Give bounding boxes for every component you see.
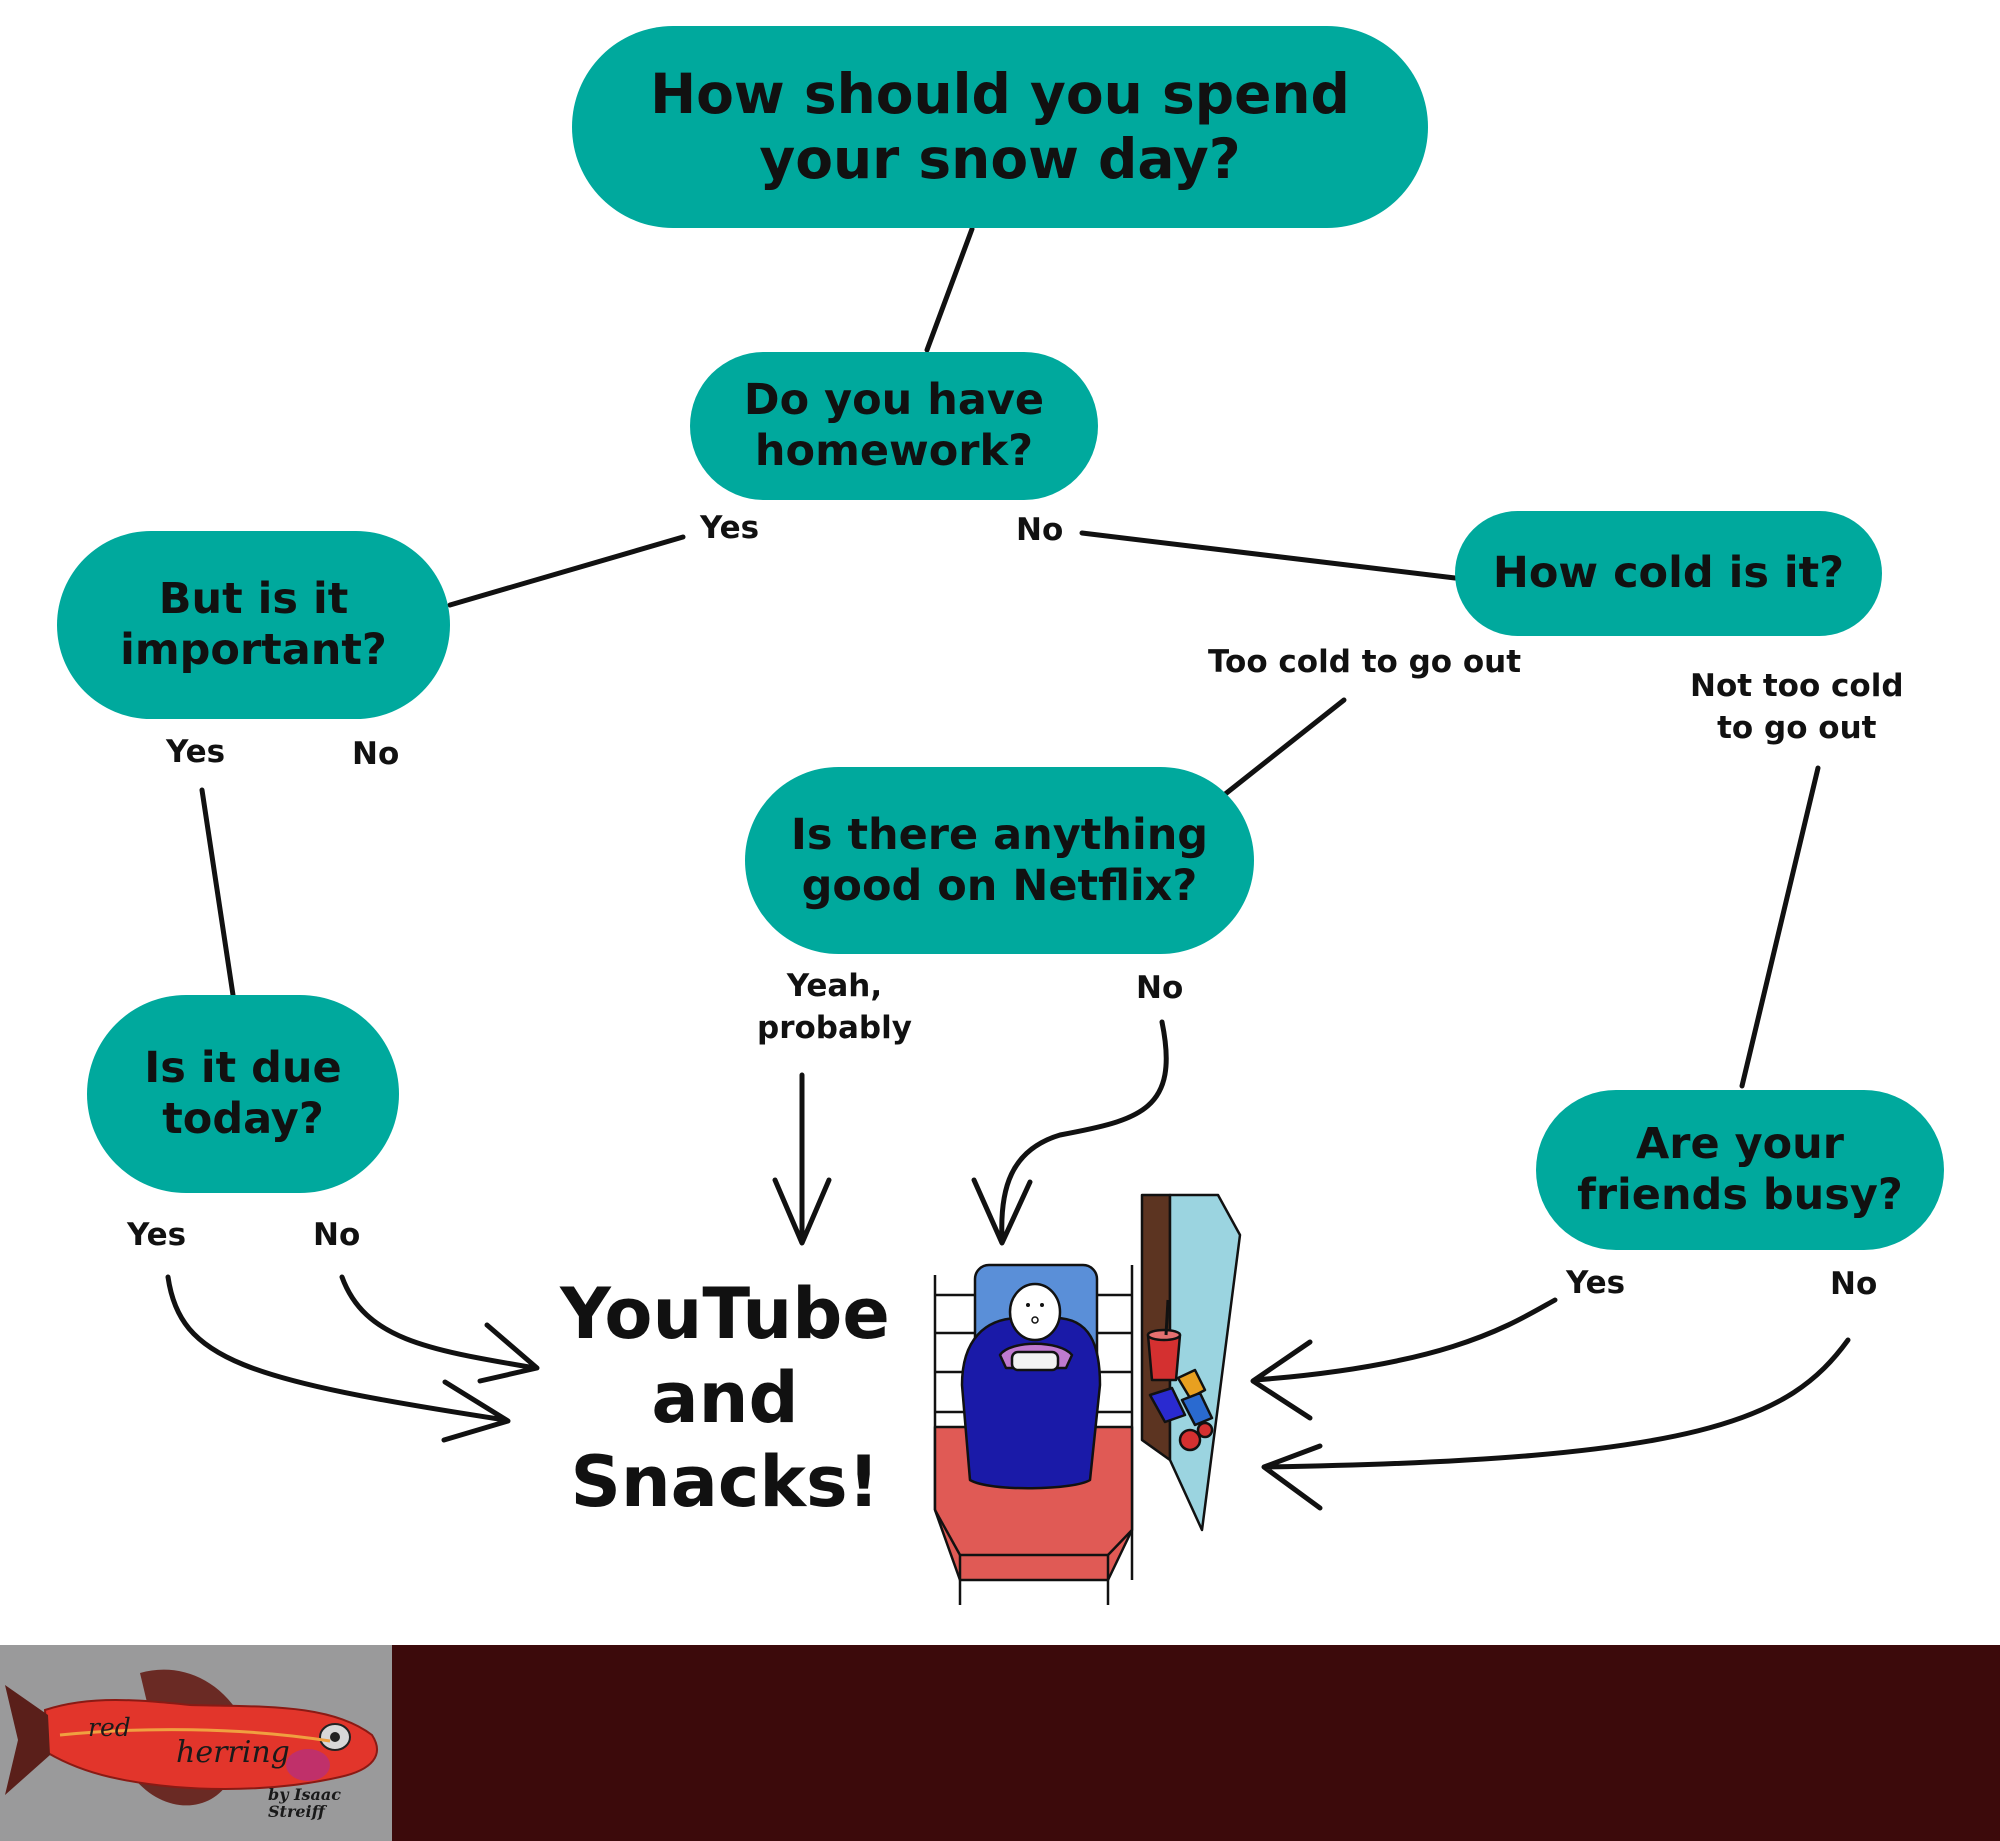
node-friends-text: Are your friends busy? — [1577, 1119, 1903, 1220]
label-netflix-yes: Yeah, probably — [757, 968, 912, 1046]
edge-cold-netflix — [1221, 697, 1347, 798]
label-due-yes: Yes — [127, 1217, 187, 1253]
label-homework-yes: Yes — [700, 510, 760, 546]
edge-start-homework — [924, 226, 975, 353]
footer-bar: red herring by Isaac Streiff — [0, 1645, 2000, 1841]
node-due-today: Is it due today? — [87, 995, 399, 1193]
label-important-no: No — [352, 736, 400, 772]
outcome-text: YouTube and Snacks! — [560, 1273, 890, 1523]
fish-icon — [5, 1669, 378, 1806]
node-how-cold-text: How cold is it? — [1492, 548, 1845, 599]
arrow-netflix-no — [971, 1019, 1169, 1246]
arrow-friends-no — [1261, 1337, 1851, 1511]
logo-word-herring: herring — [176, 1735, 290, 1770]
node-important-text: But is it important? — [120, 574, 387, 675]
logo-word-red: red — [88, 1713, 131, 1742]
bed-illustration — [933, 1193, 1242, 1605]
node-netflix-text: Is there anything good on Netflix? — [790, 809, 1209, 911]
node-start: How should you spend your snow day? — [572, 26, 1428, 228]
arrow-netflix-yes — [772, 1072, 832, 1246]
arrow-due-yes — [165, 1274, 511, 1443]
arrow-due-no — [339, 1274, 540, 1384]
red-herring-logo: red herring by Isaac Streiff — [0, 1645, 392, 1841]
label-important-yes: Yes — [166, 734, 226, 770]
edge-important-due — [199, 787, 236, 998]
node-friends: Are your friends busy? — [1536, 1090, 1944, 1250]
connector-layer — [165, 226, 1851, 1605]
label-due-no: No — [313, 1217, 361, 1253]
label-friends-no: No — [1830, 1266, 1878, 1302]
node-start-text: How should you spend your snow day? — [650, 62, 1350, 191]
edge-cold-friends — [1739, 765, 1821, 1089]
node-important: But is it important? — [57, 531, 450, 719]
node-due-today-text: Is it due today? — [144, 1043, 342, 1144]
node-homework-text: Do you have homework? — [743, 375, 1045, 476]
label-cold-not: Not too cold to go out — [1690, 668, 1904, 746]
node-homework: Do you have homework? — [690, 352, 1098, 500]
edge-homework-important — [447, 534, 686, 608]
node-netflix: Is there anything good on Netflix? — [745, 767, 1254, 954]
label-homework-no: No — [1016, 512, 1064, 548]
edge-homework-cold — [1079, 530, 1458, 581]
label-friends-yes: Yes — [1566, 1265, 1626, 1301]
logo-byline: by Isaac Streiff — [268, 1785, 342, 1821]
node-how-cold: How cold is it? — [1455, 511, 1882, 636]
label-netflix-no: No — [1136, 970, 1184, 1006]
arrow-friends-yes — [1250, 1297, 1558, 1421]
label-cold-too: Too cold to go out — [1208, 644, 1522, 680]
